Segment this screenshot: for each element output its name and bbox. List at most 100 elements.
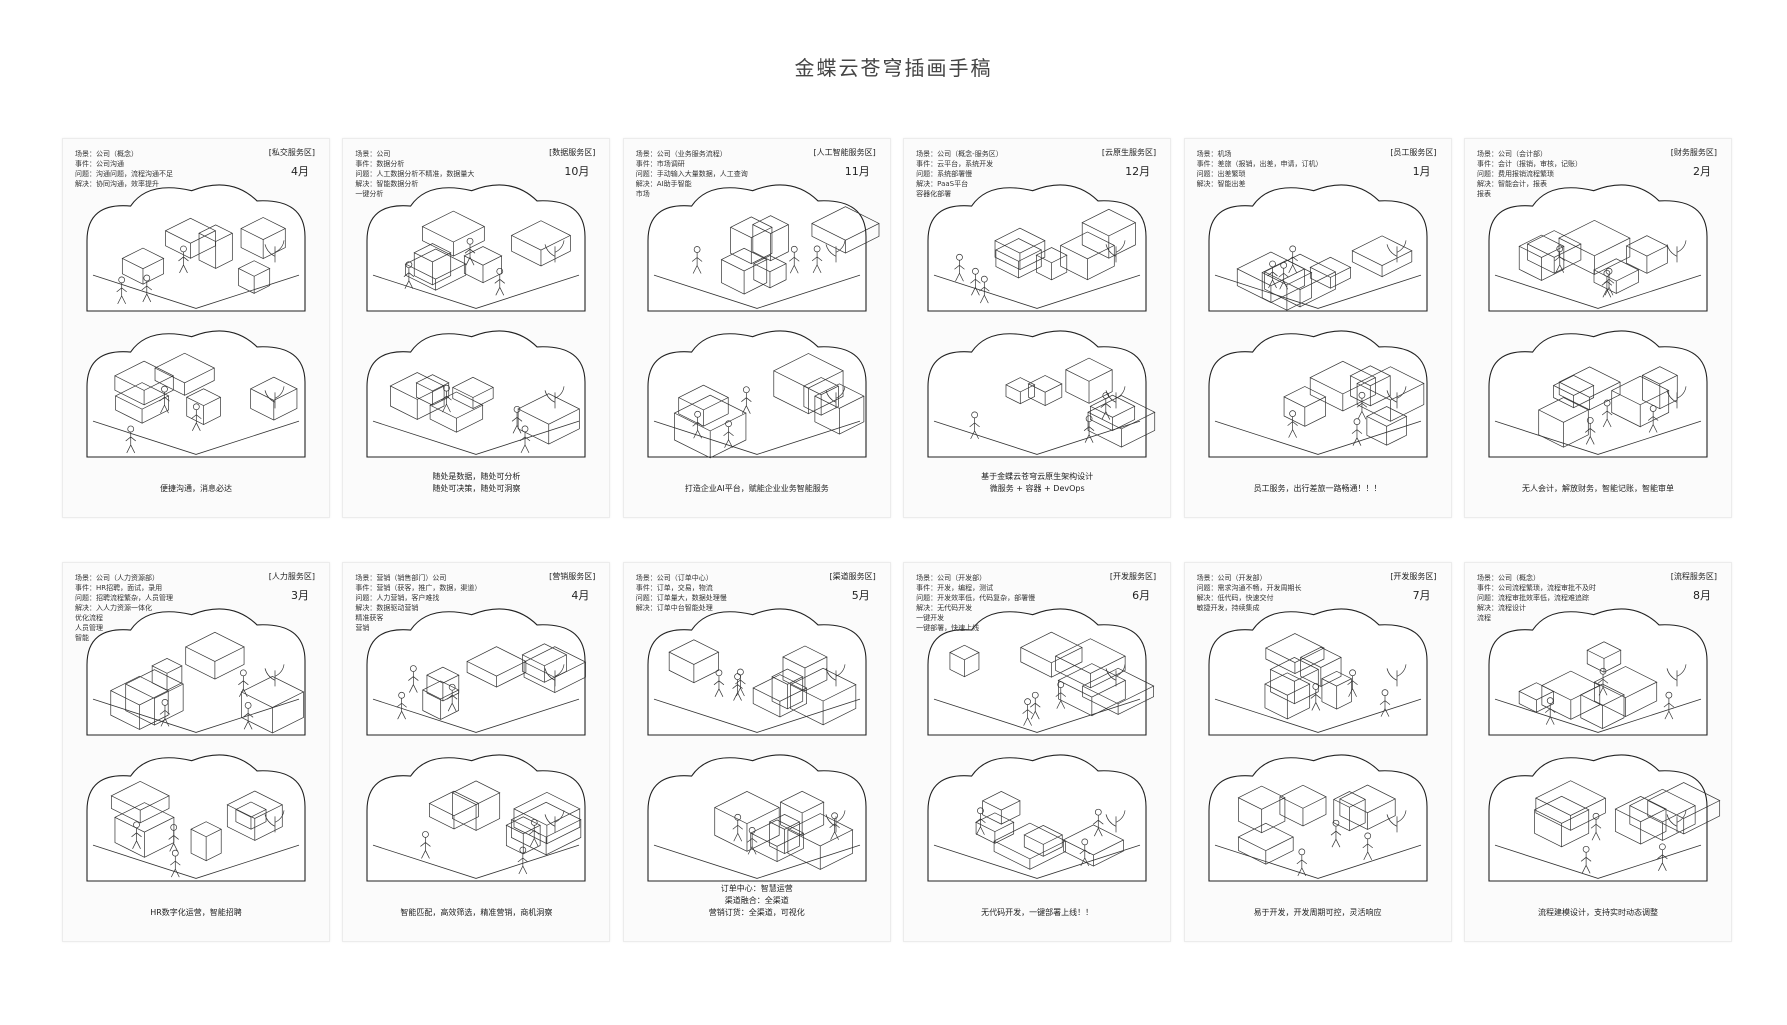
sheet-caption: 随处是数据，随处可分析随处可决策，随处可洞察: [343, 471, 609, 495]
note-line: 解决：入人力资源一体化: [75, 604, 152, 612]
caption-line: 无人会计，解放财务，智能记账，智能审单: [1521, 484, 1674, 493]
note-line: 问题：沟通问题，流程沟通不足: [75, 170, 173, 178]
sheet-tag: [人力服务区]: [268, 572, 315, 581]
sheet-caption: 无代码开发，一键部署上线！！: [904, 907, 1170, 919]
note-line: 事件：订单，交易，物流: [635, 584, 713, 592]
sheet-caption: 流程建模设计，支持实时动态调整: [1465, 907, 1731, 919]
sketch-sheet: 场景：公司（人力资源部） 事件：HR招聘，面试，录用问题：招聘流程繁杂，人员管理解…: [62, 562, 330, 942]
sheet-notes: 场景：公司（订单中心）事件：订单，交易，物流问题：订单量大，数据处理慢解决：订单…: [636, 573, 786, 613]
sketch-sheet: 场景：营销（销售部门）公司事件：营销（获客，推广，数据，渠道）问题：人力营销，客…: [342, 562, 611, 942]
sheet-caption: 打造企业AI平台，赋能企业业务智能服务: [624, 483, 890, 495]
sketch-sheet: 场景：公司事件：数据分析问题：人工数据分析不精准，数据量大解决：智能数据分析一键…: [342, 138, 611, 518]
sheet-month: 6月: [1132, 589, 1151, 602]
sheet-month: 10月: [564, 165, 590, 178]
note-line: 事件：开发，编程，测试: [916, 584, 994, 592]
note-line: 问题：出差繁琐: [1196, 170, 1246, 178]
sheet-month: 3月: [291, 589, 309, 602]
note-line: 场景：公司（业务服务流程）: [635, 150, 727, 158]
caption-line: 营销订货：全渠道，可视化: [708, 908, 805, 917]
note-line: 场景：营销（销售部门）公司: [355, 574, 447, 582]
sheet-notes: 场景：公司（会计部）事件：会计（报销，审核，记账）问题：费用报销流程繁琐解决：智…: [1477, 149, 1627, 199]
caption-line: 易于开发，开发周期可控，灵活响应: [1253, 908, 1382, 917]
caption-line: 基于金蝶云苍穹云原生架构设计: [981, 472, 1094, 481]
sheet-month: 4月: [291, 165, 309, 178]
sketch-illustration: [647, 608, 867, 882]
sheet-notes: 场景：营销（销售部门）公司事件：营销（获客，推广，数据，渠道）问题：人力营销，客…: [355, 573, 505, 633]
sheet-notes: 场景：公司（开发部）问题：需求沟通不畅，开发周期长解决：低代码，快速交付敏捷开发…: [1197, 573, 1347, 613]
note-line: 市场: [635, 190, 650, 198]
note-line: 问题：人工数据分析不精准，数据量大: [355, 170, 475, 178]
sketch-sheet: 场景：公司（开发部）事件：开发，编程，测试问题：开发效率低，代码复杂，部署慢解决…: [903, 562, 1172, 942]
sheet-tag: [员工服务区]: [1390, 148, 1437, 157]
note-line: 精准获客: [355, 614, 384, 622]
note-line: 报表: [1476, 190, 1491, 198]
sheet-caption: HR数字化运营，智能招聘: [63, 907, 329, 919]
note-line: 事件：HR招聘，面试，录用: [75, 584, 163, 592]
sheet-month: 8月: [1692, 589, 1711, 602]
caption-line: 随处可决策，随处可洞察: [432, 484, 521, 493]
sheet-caption: 订单中心：智慧运营渠道融合：全渠道营销订货：全渠道，可视化: [624, 883, 890, 919]
note-line: 问题：开发效率低，代码复杂，部署慢: [916, 594, 1036, 602]
note-line: 解决：流程设计: [1476, 604, 1526, 612]
sketch-illustration: [366, 608, 587, 882]
sketch-sheet: 场景：公司（概念-服务区）事件：云平台，系统开发问题：系统部署慢解决：PaaS平…: [903, 138, 1172, 518]
sketch-sheet: 场景：公司（订单中心）事件：订单，交易，物流问题：订单量大，数据处理慢解决：订单…: [622, 562, 891, 942]
note-line: 解决：低代码，快速交付: [1196, 594, 1274, 602]
note-line: 场景：公司（概念-服务区）: [916, 150, 1003, 158]
sketch-illustration: [1208, 608, 1428, 882]
sketch-illustration: [1208, 184, 1428, 458]
note-line: 事件：营销（获客，推广，数据，渠道）: [355, 584, 482, 592]
note-line: 一键开发: [916, 614, 945, 622]
sketch-illustration: [1488, 184, 1708, 458]
sketch-sheet: 场景：公司（概念）事件：公司沟通问题：沟通问题，流程沟通不足解决：协同沟通，效率…: [62, 138, 330, 518]
note-line: 一键部署，快速上线: [916, 624, 980, 632]
note-line: 人员管理: [75, 624, 103, 632]
caption-line: 渠道融合：全渠道: [724, 896, 789, 905]
sheet-month: 1月: [1412, 165, 1431, 178]
sketch-illustration: [86, 184, 306, 458]
sheet-tag: [财务服务区]: [1670, 148, 1717, 157]
sheet-tag: [云原生服务区]: [1101, 148, 1157, 157]
note-line: 解决：PaaS平台: [916, 180, 969, 188]
sheet-caption: 智能匹配，高效筛选，精准营销，商机洞察: [343, 907, 609, 919]
sheet-month: 4月: [571, 589, 590, 602]
sketch-sheet: 场景：公司（开发部）问题：需求沟通不畅，开发周期长解决：低代码，快速交付敏捷开发…: [1183, 562, 1452, 942]
caption-line: HR数字化运营，智能招聘: [150, 908, 242, 917]
caption-line: 无代码开发，一键部署上线！！: [981, 908, 1094, 917]
sheet-caption: 易于开发，开发周期可控，灵活响应: [1185, 907, 1451, 919]
note-line: 解决：订单中台智能处理: [635, 604, 713, 612]
caption-line: 打造企业AI平台，赋能企业业务智能服务: [684, 484, 829, 493]
sheet-tag: [人工智能服务区]: [813, 148, 876, 157]
sketch-sheet: 场景：机场事件：差旅（报销，出差，申请，订机）问题：出差繁琐解决：智能出差[员工…: [1183, 138, 1452, 518]
sheet-tag: [营销服务区]: [549, 572, 596, 581]
note-line: 解决：智能出差: [1196, 180, 1246, 188]
sketch-illustration: [927, 608, 1155, 882]
sheet-tag: [开发服务区]: [1109, 572, 1157, 581]
sketch-sheet: 场景：公司（业务服务流程）事件：市场调研问题：手动输入大量数据，人工查询解决：A…: [622, 138, 891, 518]
sheet-tag: [流程服务区]: [1670, 572, 1717, 581]
note-line: 场景：机场: [1196, 150, 1232, 158]
note-line: 问题：系统部署慢: [916, 170, 973, 178]
sheet-caption: 员工服务，出行差旅一路畅通！！！: [1185, 483, 1451, 495]
note-line: 问题：招聘流程繁杂，人员管理: [75, 594, 173, 602]
note-line: 事件：公司流程繁琐，流程审批不及时: [1476, 584, 1596, 592]
note-line: 场景：公司（订单中心）: [635, 574, 713, 582]
sheet-notes: 场景：公司（业务服务流程）事件：市场调研问题：手动输入大量数据，人工查询解决：A…: [636, 149, 786, 199]
sheet-tag: [开发服务区]: [1390, 572, 1437, 581]
sheet-month: 11月: [844, 165, 870, 178]
note-line: 场景：公司（开发部）: [916, 574, 987, 582]
note-line: 事件：市场调研: [635, 160, 685, 168]
note-line: 场景：公司（概念）: [1476, 574, 1540, 582]
note-line: 场景：公司（人力资源部）: [75, 574, 159, 582]
sketch-sheet: 场景：公司（会计部）事件：会计（报销，审核，记账）问题：费用报销流程繁琐解决：智…: [1463, 138, 1732, 518]
caption-line: 员工服务，出行差旅一路畅通！！！: [1253, 484, 1382, 493]
sheet-notes: 场景：公司（概念）事件：公司沟通问题：沟通问题，流程沟通不足解决：协同沟通，效率…: [75, 149, 225, 189]
note-line: 一键分析: [355, 190, 384, 198]
note-line: 事件：数据分析: [355, 160, 405, 168]
sheet-month: 2月: [1692, 165, 1711, 178]
sketch-illustration: [366, 184, 586, 458]
note-line: 解决：智能会计，报表: [1476, 180, 1547, 188]
note-line: 营销: [355, 624, 370, 632]
note-line: 场景：公司: [355, 150, 391, 158]
note-line: 敏捷开发，持续集成: [1196, 604, 1260, 612]
